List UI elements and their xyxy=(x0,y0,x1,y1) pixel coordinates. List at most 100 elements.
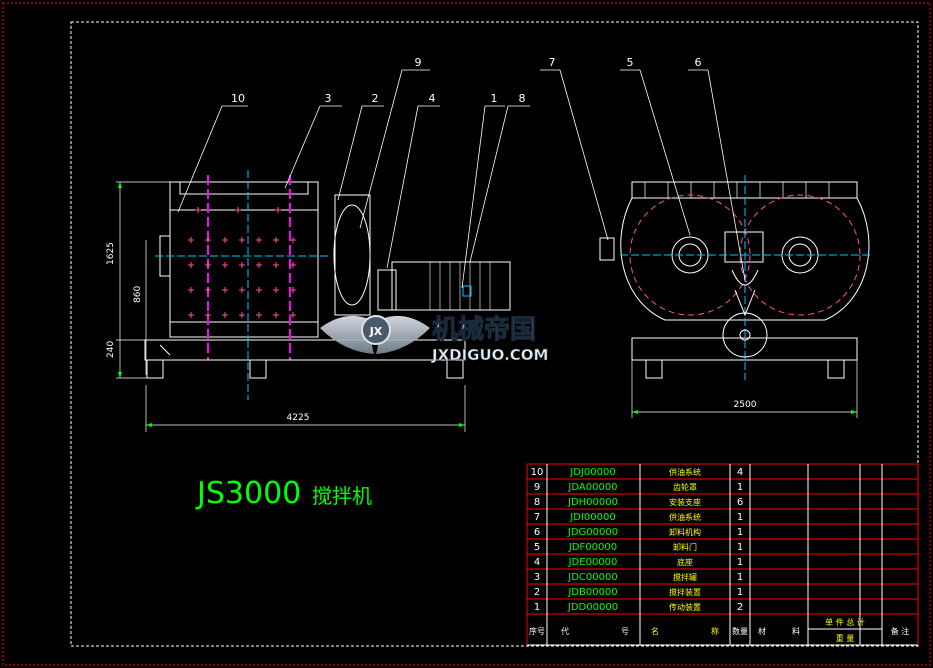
mixer-drum-side xyxy=(169,181,319,338)
drum-top-rim xyxy=(179,181,309,195)
header-code-1: 代 xyxy=(561,626,569,636)
part-number-cell: 2 xyxy=(534,587,540,598)
base-frame-side xyxy=(144,339,466,361)
header-material-2: 料 xyxy=(792,626,800,636)
callout-3: 3 xyxy=(325,92,332,105)
gear-housing xyxy=(333,204,371,306)
part-number-cell: 9 xyxy=(534,482,540,493)
part-name-cell: 底座 xyxy=(677,557,693,567)
header-code-2: 号 xyxy=(621,627,629,636)
part-code-cell: JDB00000 xyxy=(567,587,617,598)
center-discharge xyxy=(724,231,764,263)
motor-body xyxy=(391,261,511,311)
front-view xyxy=(599,175,870,380)
part-code-cell: JDC00000 xyxy=(567,572,617,583)
part-code-cell: JDH00000 xyxy=(567,497,618,508)
header-quantity: 数量 xyxy=(732,626,748,636)
part-number-cell: 8 xyxy=(534,497,540,508)
base-foot xyxy=(446,359,464,379)
watermark-url: JXDIGUO.COM xyxy=(431,346,548,364)
dimension-overall-height: 1625 xyxy=(106,242,116,265)
part-name-cell: 安装支座 xyxy=(669,497,701,507)
part-name-cell: 搅拌罐 xyxy=(673,572,697,582)
part-name-cell: 搅拌装置 xyxy=(669,587,701,597)
header-material-1: 材 xyxy=(758,626,766,636)
front-dimensions xyxy=(631,360,858,418)
part-quantity-cell: 1 xyxy=(737,512,743,523)
part-quantity-cell: 1 xyxy=(737,587,743,598)
side-view xyxy=(144,170,511,400)
part-quantity-cell: 6 xyxy=(737,497,743,508)
gear-cover xyxy=(334,194,371,316)
part-number-cell: 10 xyxy=(531,467,544,478)
part-name-cell: 传动装置 xyxy=(669,602,701,612)
part-number-cell: 6 xyxy=(534,527,540,538)
paddle-marks xyxy=(188,207,296,318)
discharge-mechanism xyxy=(731,269,759,317)
drawing-title-code: JS3000 xyxy=(195,476,301,511)
part-name-cell: 齿轮罩 xyxy=(673,482,697,492)
part-quantity-cell: 1 xyxy=(737,542,743,553)
part-quantity-cell: 4 xyxy=(737,467,743,478)
motor-fins xyxy=(429,262,491,310)
part-number-cell: 7 xyxy=(534,512,540,523)
header-name-1: 名 xyxy=(651,626,659,636)
callout-10: 10 xyxy=(231,92,245,105)
drawing-title-name: 搅拌机 xyxy=(312,484,372,508)
part-name-cell: 供油系统 xyxy=(669,467,701,477)
callout-9: 9 xyxy=(415,56,422,69)
callout-5: 5 xyxy=(627,56,634,69)
parts-table-grid xyxy=(526,463,919,646)
header-weight: 重 量 xyxy=(836,633,855,643)
watermark-logo-text: JX xyxy=(369,325,383,338)
callout-leaders xyxy=(177,69,746,289)
dimension-overall-width: 2500 xyxy=(734,400,757,410)
callout-6: 6 xyxy=(695,56,702,69)
callout-1: 1 xyxy=(491,92,498,105)
discharge-wheel xyxy=(722,312,768,358)
right-shaft-circle xyxy=(739,194,861,316)
callout-2: 2 xyxy=(372,92,379,105)
oil-pump xyxy=(599,237,615,261)
front-foot xyxy=(827,359,845,379)
part-code-cell: JDE00000 xyxy=(568,557,618,568)
part-code-cell: JDJ00000 xyxy=(569,467,615,478)
part-code-cell: JDF00000 xyxy=(568,542,617,553)
motor-terminal-box xyxy=(462,285,472,297)
drawing-frame xyxy=(70,21,919,647)
header-number: 序号 xyxy=(529,626,545,636)
part-number-cell: 4 xyxy=(534,557,540,568)
part-quantity-cell: 1 xyxy=(737,527,743,538)
callout-7: 7 xyxy=(549,56,556,69)
part-quantity-cell: 1 xyxy=(737,557,743,568)
base-cross xyxy=(159,344,171,356)
left-shaft-circle xyxy=(629,194,751,316)
base-foot xyxy=(249,359,267,379)
part-quantity-cell: 1 xyxy=(737,482,743,493)
dimension-base-height: 240 xyxy=(106,341,116,358)
part-name-cell: 供油系统 xyxy=(669,512,701,522)
part-code-cell: JDG00000 xyxy=(567,527,618,538)
part-number-cell: 5 xyxy=(534,542,540,553)
watermark-logo xyxy=(320,315,430,354)
part-number-cell: 3 xyxy=(534,572,540,583)
header-name-2: 称 xyxy=(711,626,719,636)
base-foot xyxy=(146,359,164,379)
callout-4: 4 xyxy=(429,92,436,105)
callout-8: 8 xyxy=(519,92,526,105)
part-code-cell: JDA00000 xyxy=(567,482,617,493)
part-code-cell: JDD00000 xyxy=(567,602,618,613)
watermark-text: 机械帝国 xyxy=(432,314,536,345)
part-number-cell: 1 xyxy=(534,602,540,613)
hopper-ribs xyxy=(644,182,830,198)
part-code-cell: JDI00000 xyxy=(569,512,615,523)
part-name-cell: 卸料机构 xyxy=(669,527,701,537)
part-quantity-cell: 2 xyxy=(737,602,743,613)
side-dimensions xyxy=(116,181,466,432)
discharge-wheel-hub xyxy=(739,329,751,341)
part-quantity-cell: 1 xyxy=(737,572,743,583)
parts-table: 10 JDJ00000 供油系统 4 9 JDA00000 齿轮罩 1 8 JDH00000 安装支… xyxy=(529,467,909,643)
dimension-mid-height: 860 xyxy=(133,286,143,303)
